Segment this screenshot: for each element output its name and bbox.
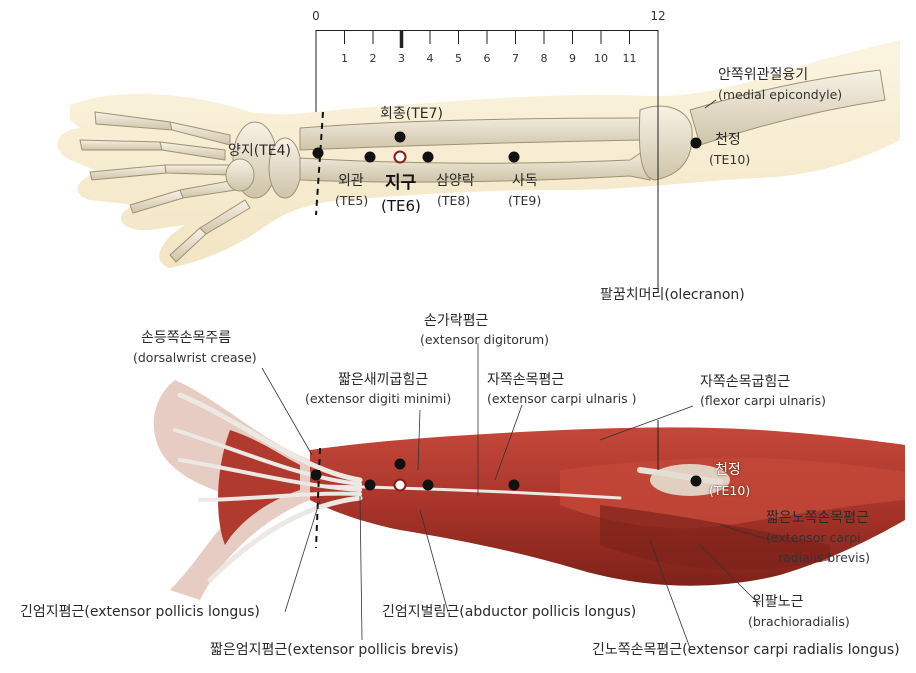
dot-jigu-top: [393, 150, 407, 164]
ruler-start-label: 0: [312, 9, 320, 23]
label-ecu: 자쪽손목폄근: [487, 372, 565, 388]
dot-sadok-top: [508, 151, 520, 163]
ruler-tick-label: 2: [369, 52, 377, 65]
dot-hoejong-top: [394, 131, 406, 143]
label-epb: 짧은엄지폄근(extensor pollicis brevis): [210, 642, 459, 658]
ruler-ticks: [344, 30, 630, 48]
label-ecrb-en2: radialis brevis): [778, 550, 871, 565]
dot-samyangnak-top: [422, 151, 434, 163]
dot-jigu-bottom: [393, 478, 407, 492]
label-jigu: 지구: [385, 173, 417, 193]
acupoint-dots: [310, 131, 702, 492]
label-samyangnak: 삼양락: [436, 173, 475, 189]
bottom-arm-muscles: [153, 380, 905, 600]
dot-oegwan-bottom: [364, 479, 376, 491]
label-cheonjeong-top: 천정: [715, 132, 741, 148]
label-hoejong: 회종(TE7): [380, 106, 443, 122]
bottom-wrist-crease: [315, 447, 321, 549]
label-ecrl: 긴노쪽손목폄근(extensor carpi radialis longus): [592, 642, 900, 658]
ruler-tick-label: 10: [594, 52, 608, 65]
label-cheonjeong-bottom-code: (TE10): [709, 483, 751, 498]
label-fcu-en: (flexor carpi ulnaris): [700, 393, 827, 408]
label-edm: 짧은새끼굽힘근: [338, 372, 429, 388]
label-jigu-code: (TE6): [381, 197, 421, 215]
dot-sadok-bottom: [508, 479, 520, 491]
label-samyangnak-code: (TE8): [437, 193, 471, 208]
top-arm-silhouette: [57, 40, 900, 268]
label-extensor-digitorum: 손가락폄근: [424, 313, 489, 329]
ruler-tick-label: 4: [426, 52, 434, 65]
ruler: [315, 30, 659, 290]
ruler-tick-label: 8: [540, 52, 548, 65]
label-medial-epicondyle-en: (medial epicondyle): [718, 87, 843, 102]
label-dorsal-crease: 손등쪽손목주름: [141, 330, 232, 346]
dot-oegwan-top: [364, 151, 376, 163]
ruler-tick-label: 11: [622, 52, 637, 65]
label-ecrb: 짧은노쪽손목폄근: [766, 510, 870, 526]
dot-samyangnak-bottom: [422, 479, 434, 491]
ruler-tick-label: 9: [569, 52, 576, 65]
label-sadok: 사독: [512, 173, 538, 189]
dot-yangji-top: [312, 147, 324, 159]
label-edm-en: (extensor digiti minimi): [305, 391, 452, 406]
label-extensor-digitorum-en: (extensor digitorum): [420, 332, 550, 347]
label-ecu-en: (extensor carpi ulnaris ): [487, 391, 637, 406]
ruler-end-label: 12: [650, 9, 666, 23]
label-brachioradialis-en: (brachioradialis): [748, 614, 850, 629]
ruler-tick-label: 7: [512, 52, 519, 65]
label-yangji: 양지(TE4): [228, 143, 291, 159]
dot-yangji-bottom: [310, 469, 322, 481]
label-brachioradialis: 위팔노근: [752, 594, 804, 610]
ruler-tick-label: 3: [398, 52, 405, 65]
label-cheonjeong-bottom: 천정: [715, 462, 741, 478]
label-medial-epicondyle: 안쪽위관절융기: [718, 67, 809, 83]
label-sadok-code: (TE9): [508, 193, 542, 208]
label-dorsal-crease-en: (dorsalwrist crease): [133, 350, 257, 365]
label-fcu: 자쪽손목굽힘근: [700, 374, 791, 390]
bottom-leaders: [261, 343, 771, 649]
label-oegwan-code: (TE5): [335, 193, 369, 208]
top-forearm-bones: [299, 69, 886, 183]
dot-hoejong-bottom: [394, 458, 406, 470]
label-epl: 긴엄지폄근(extensor pollicis longus): [20, 604, 260, 620]
ruler-tick-label: 1: [341, 52, 348, 65]
ruler-tick-label: 5: [455, 52, 462, 65]
label-cheonjeong-top-code: (TE10): [709, 152, 751, 167]
top-hand-bones: [79, 111, 302, 263]
label-olecranon: 팔꿈치머리(olecranon): [600, 287, 745, 303]
top-leaders: [704, 99, 717, 109]
label-ecrb-en1: (extensor carpi: [766, 530, 861, 545]
dot-cheonjeong-top: [690, 137, 702, 149]
dot-cheonjeong-bottom: [690, 475, 702, 487]
label-oegwan: 외관: [338, 173, 364, 189]
label-apl: 긴엄지벌림근(abductor pollicis longus): [382, 604, 637, 620]
ruler-tick-label: 6: [483, 52, 491, 65]
